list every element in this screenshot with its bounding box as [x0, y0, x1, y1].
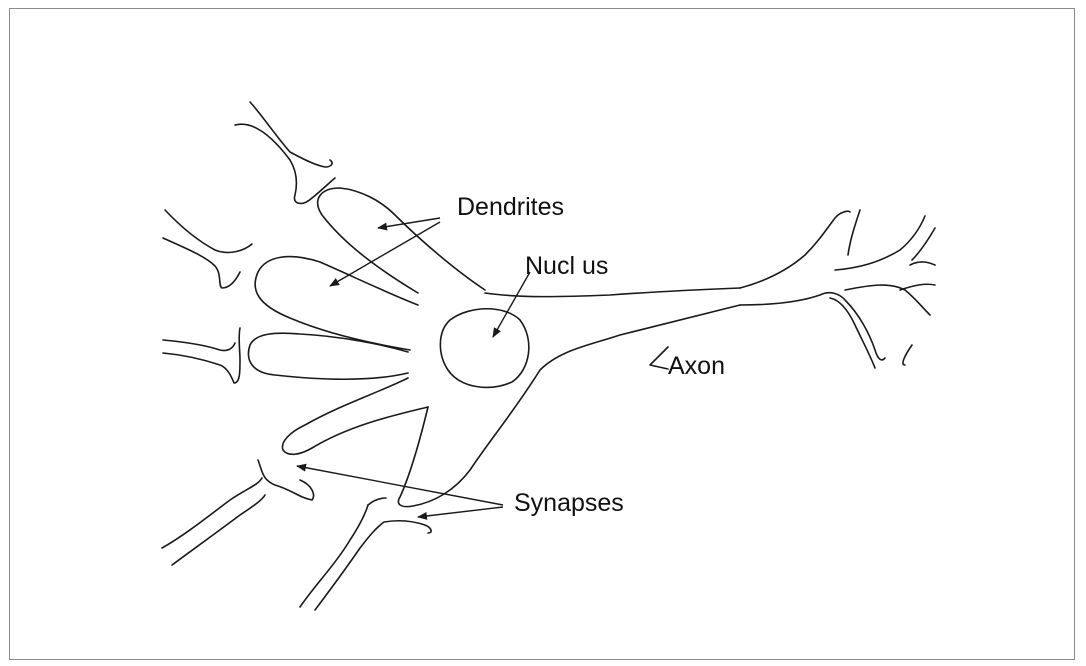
cell-body [248, 188, 740, 507]
axon-label: Axon [668, 352, 725, 380]
synapses-label: Synapses [514, 489, 624, 517]
dendrites-label: Dendrites [457, 193, 564, 221]
axon-terminals [740, 210, 935, 368]
label-pointers [297, 218, 668, 517]
dendrite-branches [162, 102, 431, 610]
nucleus-label: Nucl us [525, 252, 608, 280]
nucleus [440, 309, 528, 388]
